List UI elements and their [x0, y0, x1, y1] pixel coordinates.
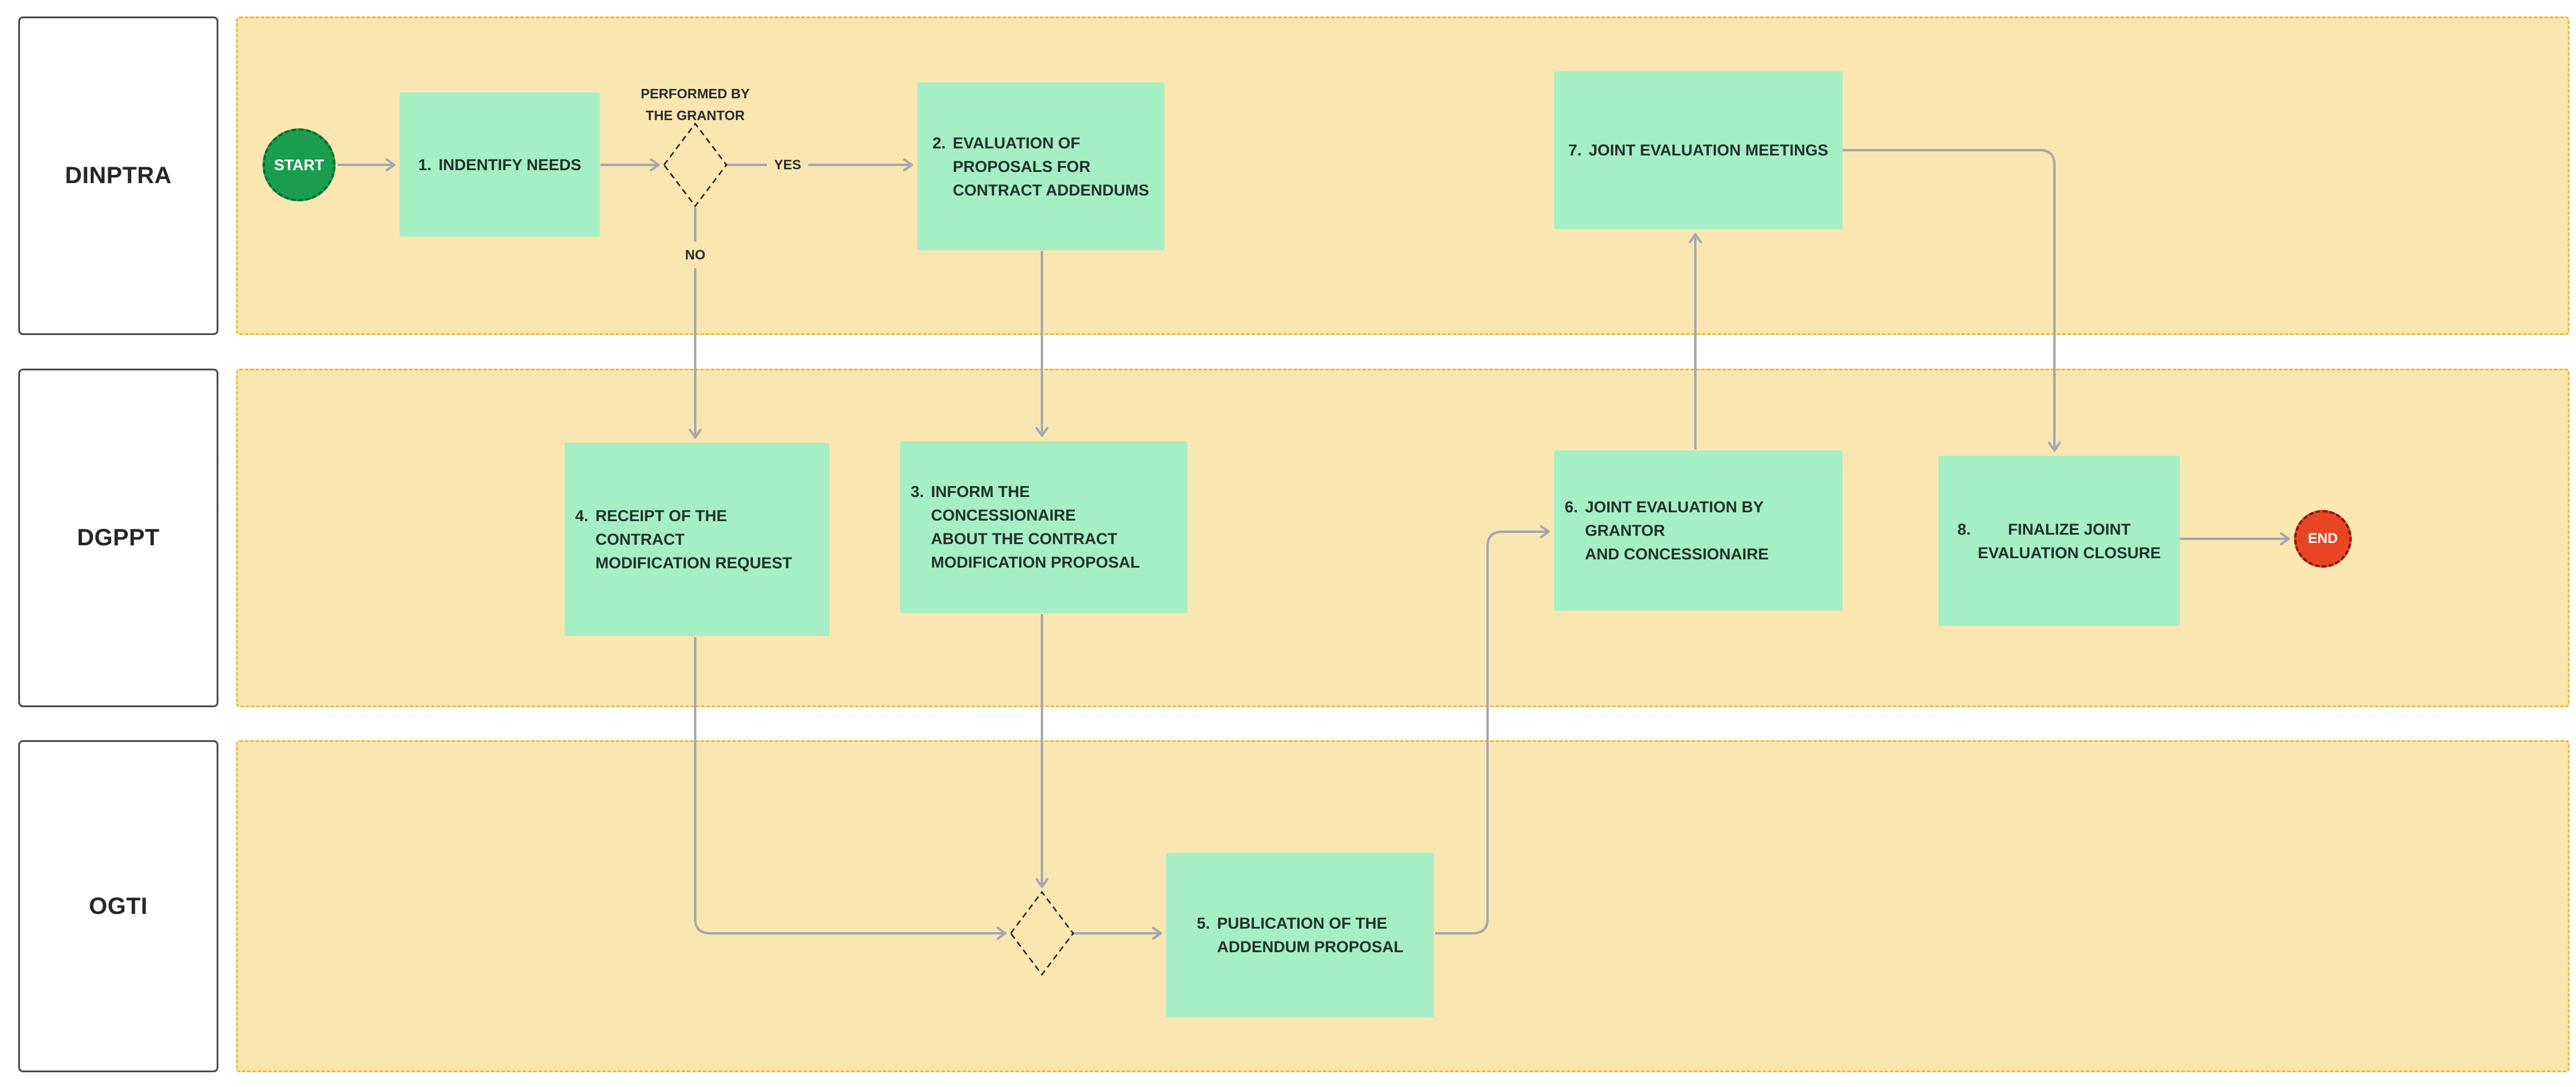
- node-number: 5.: [1196, 914, 1210, 932]
- node-text: EVALUATION OF PROPOSALS FOR CONTRACT ADD…: [952, 134, 1149, 199]
- node-number: 8.: [1957, 520, 1971, 538]
- lane-title: DGPPT: [77, 525, 160, 551]
- decision-diamond-1[interactable]: [663, 122, 728, 208]
- process-node-8[interactable]: 8. FINALIZE JOINT EVALUATION CLOSURE: [1938, 456, 2180, 626]
- lane-region-dinptra[interactable]: [236, 16, 2570, 335]
- end-label: END: [2308, 531, 2338, 546]
- node-text: PUBLICATION OF THE ADDENDUM PROPOSAL: [1217, 914, 1404, 956]
- decision-diamond-2[interactable]: [1010, 890, 1074, 976]
- process-node-6[interactable]: 6. JOINT EVALUATION BY GRANTOR AND CONCE…: [1554, 450, 1843, 611]
- node-text: JOINT EVALUATION MEETINGS: [1588, 141, 1828, 159]
- no-label[interactable]: NO: [678, 241, 713, 269]
- start-label: START: [274, 155, 324, 174]
- node-text: RECEIPT OF THE CONTRACT MODIFICATION REQ…: [595, 507, 792, 572]
- node-number: 6.: [1565, 498, 1578, 516]
- node-text: JOINT EVALUATION BY GRANTOR AND CONCESSI…: [1585, 498, 1769, 563]
- node-text: INDENTIFY NEEDS: [438, 155, 582, 174]
- connector-node4-to-decision2[interactable]: [694, 637, 1007, 940]
- end-terminal[interactable]: END: [2294, 510, 2352, 568]
- process-node-3[interactable]: 3. INFORM THE CONCESSIONAIRE ABOUT THE C…: [900, 441, 1187, 613]
- node-text: INFORM THE CONCESSIONAIRE ABOUT THE CONT…: [931, 483, 1140, 571]
- lane-label-dgppt[interactable]: DGPPT: [18, 369, 218, 707]
- lane-label-ogti[interactable]: OGTI: [18, 740, 218, 1072]
- node-number: 1.: [418, 155, 431, 174]
- connector-node5-to-node6[interactable]: [1435, 525, 1550, 934]
- lane-title: DINPTRA: [65, 163, 172, 188]
- lane-label-dinptra[interactable]: DINPTRA: [18, 16, 218, 335]
- node-number: 3.: [911, 483, 924, 501]
- process-node-1[interactable]: 1. INDENTIFY NEEDS: [400, 92, 600, 237]
- decision-note-performed-by-grantor[interactable]: PERFORMED BY THE GRANTOR: [640, 86, 750, 123]
- process-node-4[interactable]: 4. RECEIPT OF THE CONTRACT MODIFICATION …: [565, 443, 829, 636]
- process-node-5[interactable]: 5. PUBLICATION OF THE ADDENDUM PROPOSAL: [1166, 853, 1434, 1018]
- node-number: 4.: [575, 507, 589, 525]
- lane-title: OGTI: [89, 893, 148, 919]
- node-text: FINALIZE JOINT EVALUATION CLOSURE: [1977, 520, 2161, 562]
- process-node-7[interactable]: 7. JOINT EVALUATION MEETINGS: [1554, 71, 1843, 229]
- process-node-2[interactable]: 2. EVALUATION OF PROPOSALS FOR CONTRACT …: [917, 82, 1164, 250]
- node-number: 2.: [932, 134, 946, 152]
- node-number: 7.: [1568, 141, 1582, 159]
- yes-label[interactable]: YES: [766, 151, 809, 178]
- start-terminal[interactable]: START: [263, 128, 336, 201]
- connector-node7-to-node8[interactable]: [1843, 149, 2061, 452]
